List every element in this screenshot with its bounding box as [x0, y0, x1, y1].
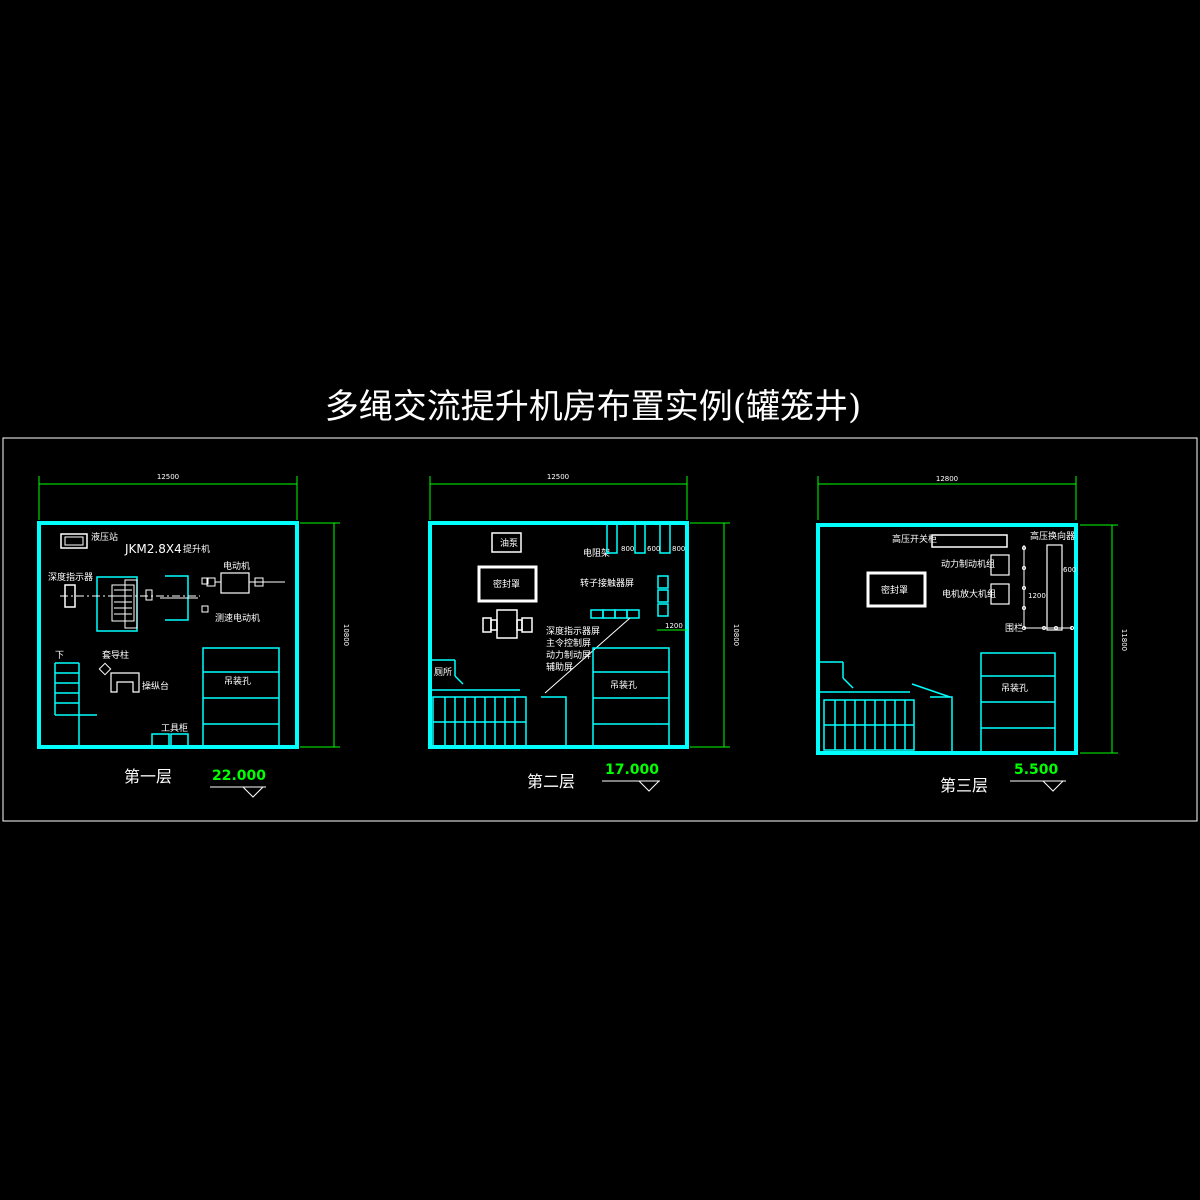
floor1-stair [54, 662, 97, 747]
floor2-hoist-hole-label: 吊装孔 [610, 679, 637, 691]
floor2-panel-1: 深度指示器屏 [546, 625, 600, 637]
floor2-oil-pump [491, 532, 522, 553]
floor1-hydraulic-label: 液压站 [91, 531, 118, 543]
floor1-depth-indicator-label: 深度指示器 [48, 571, 93, 583]
floor3-hv-reactor [1046, 544, 1063, 631]
floor3-dim-600: 600 [1063, 566, 1076, 574]
floor1-console-label: 操纵台 [142, 680, 169, 692]
floor1-walls [37, 521, 299, 749]
floor2-toilet-label: 厕所 [434, 667, 452, 678]
floor2-sealed-cover-label: 密封罩 [493, 578, 520, 590]
floor3-elevation: 5.500 [1014, 762, 1059, 778]
floor1-console [110, 672, 140, 693]
floor2-walls [428, 521, 689, 749]
floor2-dimension-lines [429, 476, 730, 748]
floor2-stair [432, 696, 567, 748]
floor1-name: 第一层 [124, 767, 172, 786]
floor1-width-dim: 12500 [157, 473, 179, 481]
floor3-railing-label: 围栏 [1005, 622, 1023, 634]
drawing-frame [2, 437, 1198, 822]
floor1-motor [206, 572, 285, 594]
floor1-hoist-model: JKM2.8X4 [124, 542, 182, 556]
floor2-hoist-hole [592, 647, 670, 748]
floor1-hoist-drum [96, 576, 153, 632]
floor1-tacho-label: 测速电动机 [215, 612, 260, 624]
floor2-control-panels [590, 609, 640, 619]
floor2-panel-4: 辅助屏 [546, 661, 573, 673]
floor1-height-dim: 10800 [342, 624, 350, 646]
floor3-elevation-mark [1010, 780, 1066, 792]
floor2-leader-line [544, 617, 631, 694]
floor2-toilet [430, 659, 520, 691]
floor3-dyn-brake-label: 动力制动机组 [941, 558, 995, 570]
floor3-hv-switch-label: 高压开关柜 [892, 533, 937, 545]
floor2-gap-a: 800 [621, 545, 634, 553]
floor1-down-label: 下 [55, 651, 64, 661]
floor2-motor-set [482, 609, 533, 639]
floor3-railing [1022, 545, 1074, 630]
floor1-elevation-mark [210, 786, 266, 798]
floor2-gap-c: 800 [672, 545, 685, 553]
floor3-height-dim: 11800 [1120, 629, 1128, 651]
floor2-panel-3: 动力制动屏 [546, 649, 591, 661]
floor2-elevation-mark [602, 780, 660, 792]
floor2-elevation: 17.000 [605, 762, 659, 778]
floor2-name: 第二层 [527, 772, 575, 791]
floor3-name: 第三层 [940, 776, 988, 795]
floor1-plan: 12500 10800 液压站 JKM2.8X4 提升机 深度指示器 [37, 473, 350, 798]
floor3-hv-reactor-label: 高压换向器 [1030, 530, 1075, 542]
floor3-amp-unit [990, 583, 1010, 605]
floor1-reducer [160, 575, 209, 621]
floor1-tool-cabinet [151, 733, 189, 748]
floor1-guide-label: 套导柱 [102, 649, 129, 661]
floor1-motor-label: 电动机 [223, 560, 250, 572]
floor3-corner-room [818, 661, 910, 693]
floor3-dim-1200: 1200 [1028, 592, 1046, 600]
floor3-stair [823, 683, 953, 753]
floor3-hv-switch [931, 534, 1008, 548]
floor2-clearance: 1200 [665, 622, 683, 630]
floor1-hydraulic-station [60, 533, 88, 549]
floor1-tool-label: 工具柜 [161, 722, 188, 734]
floor3-dimension-lines [817, 476, 1118, 754]
floor3-walls [816, 523, 1078, 755]
floor3-sealed-cover-label: 密封罩 [881, 584, 908, 596]
floor1-hoist-suffix: 提升机 [183, 543, 210, 555]
floor1-dimension-lines [38, 476, 340, 748]
floor3-width-dim: 12800 [936, 475, 958, 483]
floor2-panel-2: 主令控制屏 [546, 637, 591, 649]
floor2-oil-pump-label: 油泵 [500, 537, 518, 549]
floor3-sealed-cover [866, 571, 927, 608]
floor2-height-dim: 10800 [732, 624, 740, 646]
floor2-gap-b: 600 [647, 545, 660, 553]
floor3-dyn-brake [990, 554, 1010, 576]
floor2-resistor-rack [606, 522, 671, 554]
floor3-plan: 12800 11800 高压开关柜 高压换向器 600 动力制动机组 电机放大机… [816, 475, 1128, 795]
floor3-hoist-hole-label: 吊装孔 [1001, 682, 1028, 694]
drawing-title: 多绳交流提升机房布置实例(罐笼井) [325, 387, 862, 427]
floor3-amp-label: 电机放大机组 [942, 588, 996, 600]
floor1-guide-column [98, 662, 112, 676]
floor1-hoist-hole-label: 吊装孔 [224, 675, 251, 687]
floor2-sealed-cover [477, 565, 538, 603]
floor2-width-dim: 12500 [547, 473, 569, 481]
floor3-hoist-hole [980, 652, 1056, 754]
floor2-resistor-label: 电阻架 [583, 547, 610, 559]
floor1-elevation: 22.000 [212, 768, 266, 784]
floor2-rotor-panel [657, 575, 669, 617]
floor2-plan: 12500 10800 油泵 密封罩 电阻架 800 600 800 转子接触器… [428, 473, 740, 792]
floor1-hoist-hole [202, 647, 280, 748]
floor2-rotor-label: 转子接触器屏 [580, 577, 634, 589]
